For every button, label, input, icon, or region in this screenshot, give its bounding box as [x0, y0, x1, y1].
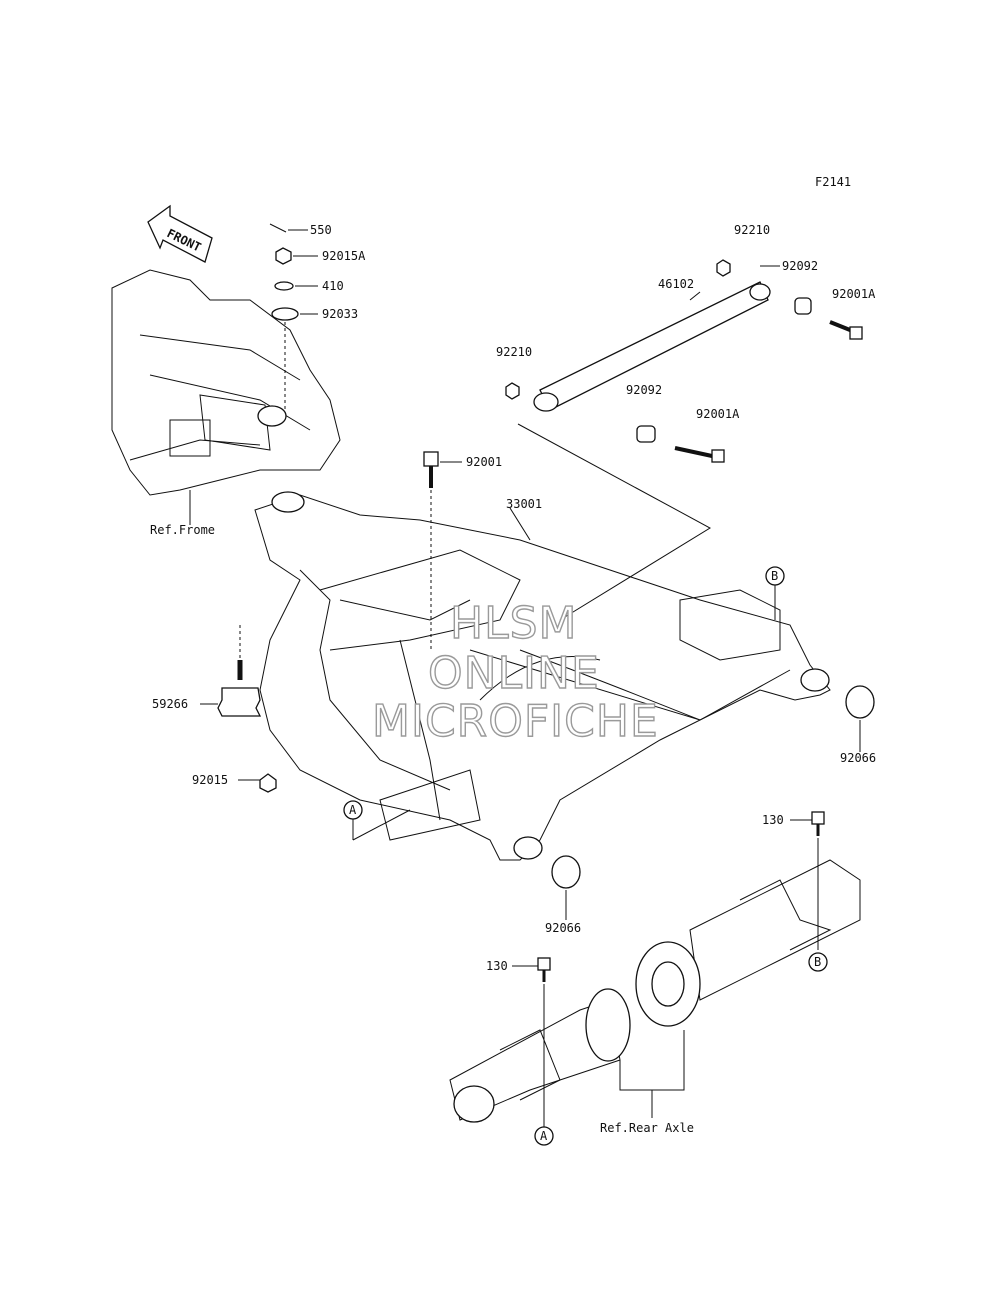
- subframe-33001: [254, 491, 831, 861]
- label-92210-mid: 92210: [496, 345, 532, 359]
- plug-92066-bottom: [551, 855, 581, 920]
- front-arrow-icon: FRONT: [147, 204, 213, 263]
- axle-housing-left: [449, 957, 631, 1128]
- bolt-130-right-icon: [811, 811, 825, 825]
- figure-code: F2141: [815, 175, 851, 189]
- marker-A-frame-label: A: [349, 803, 357, 817]
- label-92066-bottom: 92066: [545, 921, 581, 935]
- marker-B-frame: B: [765, 566, 785, 620]
- stabilizer-rod-assembly: [505, 259, 863, 621]
- label-410: 410: [322, 279, 344, 293]
- marker-A-frame: A: [343, 800, 411, 841]
- axle-housing-right: [635, 811, 861, 1027]
- label-92001: 92001: [466, 455, 502, 469]
- label-92015: 92015: [192, 773, 228, 787]
- label-92001A-mid: 92001A: [696, 407, 740, 421]
- nut-92210-top-icon: [716, 259, 731, 277]
- label-ref-frame: Ref.Frome: [150, 523, 215, 537]
- label-92033: 92033: [322, 307, 358, 321]
- watermark-line-2: ONLINE: [428, 648, 600, 699]
- label-550: 550: [310, 223, 332, 237]
- nut-92015-icon: [259, 773, 277, 793]
- bolt-92001: [423, 451, 462, 650]
- marker-B-axle-label: B: [814, 955, 821, 969]
- marker-A-axle-label: A: [540, 1129, 548, 1143]
- rubber-mount-59266: [200, 625, 262, 717]
- bolt-92001A-top-icon: [849, 326, 863, 340]
- marker-A-axle: A: [534, 1126, 554, 1146]
- label-33001: 33001: [506, 497, 542, 511]
- marker-B-frame-label: B: [771, 569, 778, 583]
- label-46102: 46102: [658, 277, 694, 291]
- marker-B-axle: B: [808, 952, 828, 972]
- hardware-stack: [269, 223, 318, 420]
- label-59266: 59266: [152, 697, 188, 711]
- ref-frame-drawing: [111, 269, 341, 525]
- circlip-icon: [271, 307, 299, 321]
- watermark-line-3: MICROFICHE: [372, 696, 659, 747]
- label-92092-mid: 92092: [626, 383, 662, 397]
- label-92092-top: 92092: [782, 259, 818, 273]
- label-130-left: 130: [486, 959, 508, 973]
- plug-92066-right: [845, 685, 875, 752]
- label-ref-rear-axle: Ref.Rear Axle: [600, 1121, 694, 1135]
- bolt-130-left-icon: [537, 957, 551, 971]
- label-92001A-top: 92001A: [832, 287, 876, 301]
- label-92210-top: 92210: [734, 223, 770, 237]
- watermark: HLSM ONLINE MICROFICHE: [371, 597, 659, 747]
- bushing-92092-mid-icon: [636, 425, 656, 443]
- rear-axle-bracket: [619, 1030, 685, 1091]
- label-130-right: 130: [762, 813, 784, 827]
- watermark-line-1: HLSM: [450, 598, 578, 649]
- label-92015A: 92015A: [322, 249, 366, 263]
- washer-icon: [274, 281, 294, 291]
- cotter-pin-icon: [269, 223, 287, 233]
- nut-92210-mid-icon: [505, 382, 520, 400]
- bushing-92092-top-icon: [794, 297, 812, 315]
- castle-nut-icon: [275, 247, 292, 265]
- label-92066-right: 92066: [840, 751, 876, 765]
- bolt-92001A-mid-icon: [711, 449, 725, 463]
